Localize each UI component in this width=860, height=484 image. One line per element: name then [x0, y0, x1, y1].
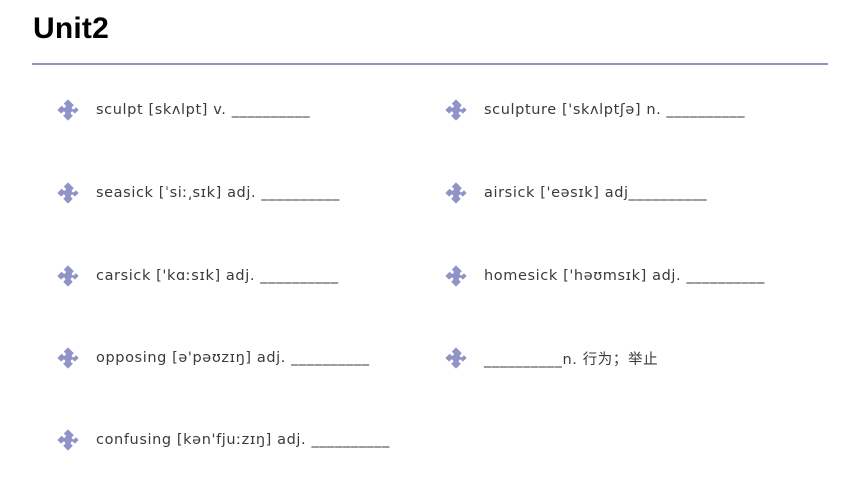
puzzle-piece-icon: [56, 428, 80, 452]
vocab-item-text: sculpt [skʌlpt] v. __________: [96, 102, 311, 118]
vocab-item-seasick: seasick [ˈsiː͵sɪk] adj. __________: [56, 179, 340, 207]
vocab-item-airsick: airsick ['eəsɪk] adj__________: [444, 179, 707, 207]
vocab-item-text: airsick ['eəsɪk] adj__________: [484, 185, 708, 201]
vocab-item-text: confusing [kən'fjuːzɪŋ] adj. __________: [96, 432, 390, 448]
vocab-item-text: seasick [ˈsiː͵sɪk] adj. __________: [96, 185, 340, 201]
title-divider: [32, 63, 828, 65]
puzzle-piece-icon: [444, 98, 468, 122]
puzzle-piece-icon: [56, 98, 80, 122]
vocab-item-text: sculpture ['skʌlptʃə] n. __________: [484, 102, 746, 118]
vocab-item-text: carsick ['kɑːsɪk] adj. __________: [96, 268, 339, 284]
puzzle-piece-icon: [444, 264, 468, 288]
puzzle-piece-icon: [56, 346, 80, 370]
vocab-item-behavior: __________n. 行为；举止: [444, 344, 658, 372]
vocab-item-carsick: carsick ['kɑːsɪk] adj. __________: [56, 262, 339, 290]
puzzle-piece-icon: [56, 264, 80, 288]
vocab-item-confusing: confusing [kən'fjuːzɪŋ] adj. __________: [56, 426, 390, 454]
puzzle-piece-icon: [56, 181, 80, 205]
page-title: Unit2: [33, 12, 109, 45]
vocab-item-text: __________n. 行为；举止: [484, 351, 659, 368]
vocab-item-text: opposing [ə'pəʊzɪŋ] adj. __________: [96, 350, 370, 366]
vocab-item-sculpture: sculpture ['skʌlptʃə] n. __________: [444, 96, 745, 124]
vocab-item-text: homesick ['həʊmsɪk] adj. __________: [484, 268, 765, 284]
vocab-item-sculpt: sculpt [skʌlpt] v. __________: [56, 96, 310, 124]
puzzle-piece-icon: [444, 181, 468, 205]
puzzle-piece-icon: [444, 346, 468, 370]
vocab-item-homesick: homesick ['həʊmsɪk] adj. __________: [444, 262, 765, 290]
vocab-item-opposing: opposing [ə'pəʊzɪŋ] adj. __________: [56, 344, 370, 372]
